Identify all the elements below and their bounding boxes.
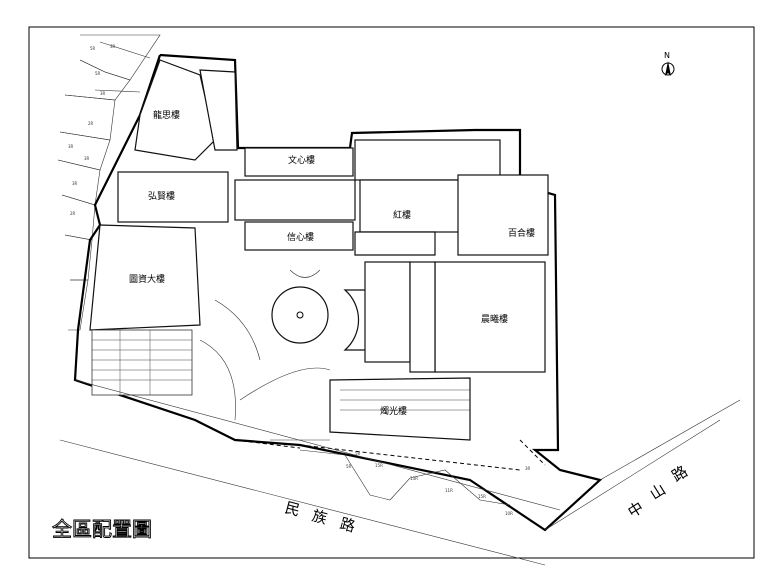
dashed-lines — [234, 439, 546, 471]
label-library: 圖資大樓 — [129, 273, 165, 285]
building-wenxin — [244, 147, 354, 177]
svg-text:11R: 11R — [445, 488, 453, 493]
svg-text:5R: 5R — [90, 46, 96, 51]
road-edges — [59, 379, 741, 566]
label-longsi: 龍思樓 — [153, 109, 180, 121]
parking-area — [91, 329, 470, 411]
svg-text:族: 族 — [310, 506, 329, 527]
drawing-frame — [28, 26, 755, 559]
svg-text:中: 中 — [625, 498, 647, 521]
svg-text:5R: 5R — [95, 71, 101, 76]
svg-text:5R: 5R — [346, 464, 352, 469]
drawing-title: 全區配置圖 — [52, 517, 152, 541]
svg-text:2R: 2R — [70, 211, 76, 216]
svg-text:N: N — [664, 51, 670, 60]
label-xinxin: 信心樓 — [287, 231, 314, 243]
svg-text:3R: 3R — [110, 44, 116, 49]
svg-text:5R: 5R — [355, 451, 361, 456]
svg-text:13R: 13R — [410, 476, 418, 481]
neighbor-plot-labels-bottom: 5R 15R 13R 11R 15R 10R 5R 3R — [346, 451, 531, 516]
svg-text:15R: 15R — [375, 463, 383, 468]
building-hongjie — [117, 171, 229, 223]
building-hong — [359, 179, 461, 233]
building-longsi — [134, 59, 216, 161]
label-zhuguang: 燭光樓 — [380, 405, 407, 417]
svg-text:民: 民 — [283, 498, 302, 519]
label-wenxin: 文心樓 — [288, 154, 315, 166]
building-baihe — [457, 174, 549, 256]
label-baihe: 百合樓 — [508, 227, 535, 239]
svg-text:路: 路 — [669, 462, 691, 485]
svg-text:2R: 2R — [88, 121, 94, 126]
label-hongjie: 弘賢樓 — [148, 190, 175, 202]
building-zhuguang — [329, 377, 471, 441]
buildings — [89, 59, 549, 441]
building-library — [89, 224, 201, 331]
svg-text:山: 山 — [647, 480, 669, 503]
label-chenxi: 晨曦樓 — [481, 313, 508, 325]
north-arrow-icon: N — [661, 51, 675, 76]
central-rotunda — [271, 286, 329, 344]
svg-text:3R: 3R — [525, 466, 531, 471]
svg-text:3R: 3R — [72, 181, 78, 186]
svg-text:15R: 15R — [478, 494, 486, 499]
label-hong: 紅樓 — [393, 209, 411, 221]
svg-text:3R: 3R — [100, 91, 106, 96]
neighbor-plots-left — [57, 34, 161, 331]
building-labels: 龍思樓 弘賢樓 文心樓 紅樓 信心樓 百合樓 圖資大樓 晨曦樓 燭光樓 — [129, 109, 535, 417]
svg-text:路: 路 — [338, 514, 357, 535]
road-minzu-label: 民 族 路 — [283, 498, 357, 535]
svg-text:3R: 3R — [84, 156, 90, 161]
road-zhongshan-label: 中 山 路 — [625, 462, 691, 521]
neighbor-plot-labels-left: 5R 3R 5R 3R 2R 3R 3R 3R 2R — [68, 44, 116, 216]
svg-text:10R: 10R — [505, 511, 513, 516]
svg-text:3R: 3R — [68, 144, 74, 149]
building-xinxin — [244, 221, 354, 251]
